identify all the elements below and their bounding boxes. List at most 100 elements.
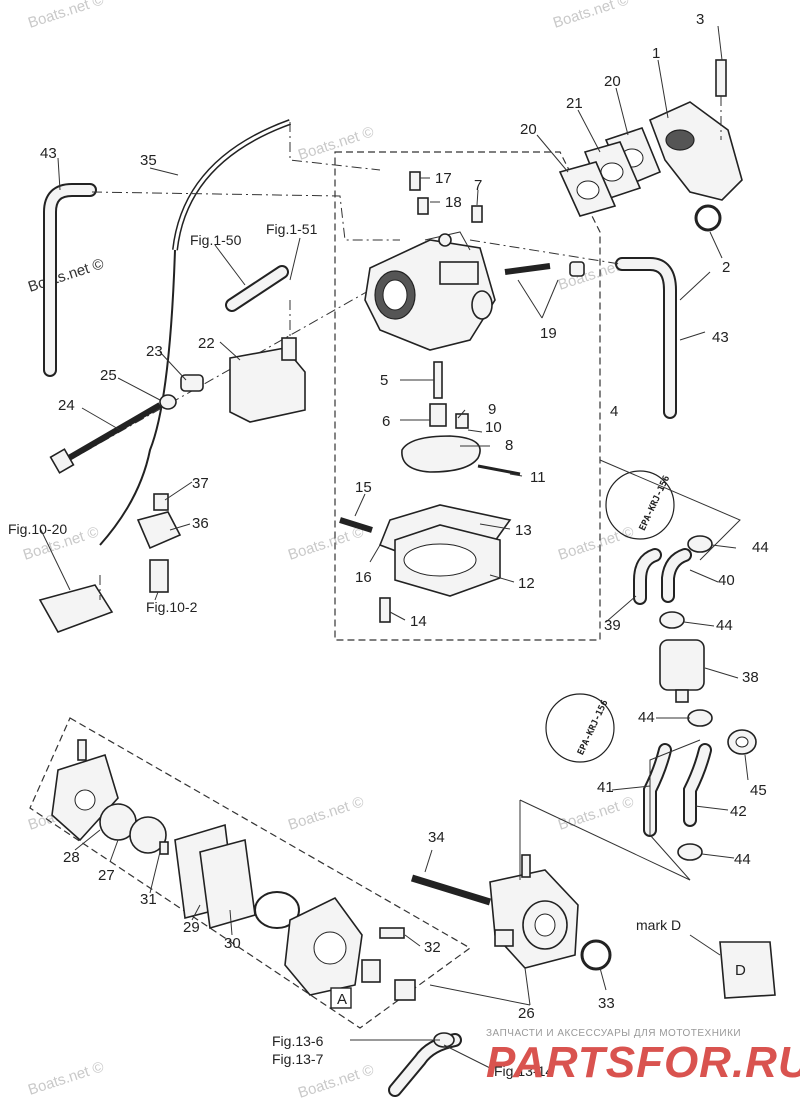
screw-37 bbox=[153, 493, 169, 511]
part-label: 26 bbox=[518, 1005, 535, 1022]
fig-ref-13-7: Fig.13-7 bbox=[272, 1051, 324, 1067]
part-label: 8 bbox=[505, 437, 513, 454]
spring-small bbox=[361, 959, 381, 983]
watermark: Boats.net © bbox=[26, 0, 106, 32]
clamp-36 bbox=[136, 511, 182, 550]
carburetor-body bbox=[364, 231, 496, 351]
washer-25 bbox=[159, 394, 177, 410]
part-label: 2 bbox=[722, 259, 730, 276]
part-label: 24 bbox=[58, 397, 75, 414]
watermark: Boats.net © bbox=[26, 255, 106, 295]
spring-set bbox=[254, 891, 300, 929]
fig-ref-10-2: Fig.10-2 bbox=[146, 599, 198, 615]
part-label: 19 bbox=[540, 325, 557, 342]
watermark: Boats.net © bbox=[551, 0, 631, 32]
intake-manifold-group bbox=[558, 59, 743, 232]
part-label: 38 bbox=[742, 669, 759, 686]
part-label: 21 bbox=[566, 95, 583, 112]
part-label: 41 bbox=[597, 779, 614, 796]
brand-tagline: ЗАПЧАСТИ И АКСЕССУАРЫ ДЛЯ МОТОТЕХНИКИ bbox=[486, 1028, 742, 1039]
part-label: 18 bbox=[445, 194, 462, 211]
mark-d-label: mark D bbox=[636, 917, 681, 933]
pilot-cap bbox=[569, 261, 585, 277]
watermark: Boats.net © bbox=[556, 523, 636, 563]
mark-d-letter: D bbox=[735, 962, 746, 979]
watermark: Boats.net © bbox=[286, 793, 366, 833]
main-nozzle-5 bbox=[433, 361, 443, 399]
epa-tag-text: EPA-KRJ-156 bbox=[638, 474, 672, 532]
collar-23 bbox=[180, 374, 204, 392]
connector-fig-10-20 bbox=[38, 584, 114, 633]
manifold-port bbox=[665, 129, 695, 151]
part-label: 11 bbox=[530, 469, 546, 486]
part-label: 1 bbox=[652, 45, 660, 62]
epa-tag-circle-2 bbox=[545, 693, 615, 763]
needle-valve-9 bbox=[455, 413, 469, 429]
screw-7 bbox=[471, 205, 483, 223]
part-label: 32 bbox=[424, 939, 441, 956]
screw-32 bbox=[379, 927, 405, 939]
diaphragm-plate bbox=[129, 816, 167, 854]
screw-31 bbox=[159, 841, 169, 855]
part-label: 33 bbox=[598, 995, 615, 1012]
carburetor-assembly-boundary bbox=[334, 151, 601, 641]
part-label: 12 bbox=[518, 575, 535, 592]
part-label: 20 bbox=[520, 121, 537, 138]
part-label: 37 bbox=[192, 475, 209, 492]
pump-cover-28 bbox=[51, 739, 119, 842]
o-ring-33 bbox=[580, 939, 612, 971]
part-label: 40 bbox=[718, 572, 735, 589]
watermark: Boats.net © bbox=[556, 793, 636, 833]
sleeve-fig-10-2 bbox=[149, 559, 169, 593]
cable-35-lower bbox=[99, 249, 176, 546]
part-label: 3 bbox=[696, 11, 704, 28]
fuel-pump-boundary bbox=[29, 717, 472, 1029]
part-label: 35 bbox=[140, 152, 157, 169]
hose-43-right bbox=[615, 257, 677, 419]
part-label: 25 bbox=[100, 367, 117, 384]
plug bbox=[394, 979, 416, 1001]
clip-44b bbox=[659, 611, 685, 629]
part-label: 43 bbox=[712, 329, 729, 346]
fuel-filter-38 bbox=[659, 639, 705, 703]
clip-44a bbox=[687, 535, 713, 553]
bolt-24 bbox=[60, 402, 162, 465]
fig-ref-1-51: Fig.1-51 bbox=[266, 221, 318, 237]
part-label: 7 bbox=[474, 177, 482, 194]
bolt-34 bbox=[410, 874, 492, 906]
fig-ref-1-50: Fig.1-50 bbox=[190, 232, 242, 248]
part-label: 29 bbox=[183, 919, 200, 936]
part-label: 30 bbox=[224, 935, 241, 952]
part-label: 6 bbox=[382, 413, 390, 430]
silencer-22 bbox=[229, 337, 306, 423]
part-label: 22 bbox=[198, 335, 215, 352]
part-label: 20 bbox=[604, 73, 621, 90]
part-label: 27 bbox=[98, 867, 115, 884]
pilot-screw-19 bbox=[504, 263, 551, 275]
fig-ref-13-14: Fig.13-14 bbox=[494, 1063, 553, 1079]
epa-tag-text: EPA-KRJ-156 bbox=[576, 699, 610, 757]
part-label: 10 bbox=[485, 419, 502, 436]
part-label: 31 bbox=[140, 891, 157, 908]
part-label: 45 bbox=[750, 782, 767, 799]
brand-name: PARTSFOR.RU bbox=[486, 1038, 800, 1087]
part-label: 23 bbox=[146, 343, 163, 360]
screw-18 bbox=[417, 197, 429, 215]
figure-refs: Fig.1-50 Fig.1-51 Fig.10-20 Fig.10-2 Fig… bbox=[8, 221, 681, 1079]
box-a-label: A bbox=[337, 991, 347, 1008]
fig-ref-13-6: Fig.13-6 bbox=[272, 1033, 324, 1049]
part-label: 44 bbox=[716, 617, 733, 634]
part-label: 28 bbox=[63, 849, 80, 866]
fuel-pump-26 bbox=[489, 854, 579, 969]
intake-manifold bbox=[648, 101, 743, 201]
clip-44d bbox=[677, 843, 703, 861]
watermark: Boats.net © bbox=[286, 523, 366, 563]
brand-logo: ЗАПЧАСТИ И АКСЕССУАРЫ ДЛЯ МОТОТЕХНИКИ PA… bbox=[486, 1028, 800, 1098]
part-label: 43 bbox=[40, 145, 57, 162]
float-8 bbox=[401, 435, 481, 473]
part-label: 17 bbox=[435, 170, 452, 187]
screw-15 bbox=[339, 517, 373, 533]
part-label: 34 bbox=[428, 829, 445, 846]
part-label: 44 bbox=[752, 539, 769, 556]
diaphragm-30 bbox=[199, 838, 256, 930]
